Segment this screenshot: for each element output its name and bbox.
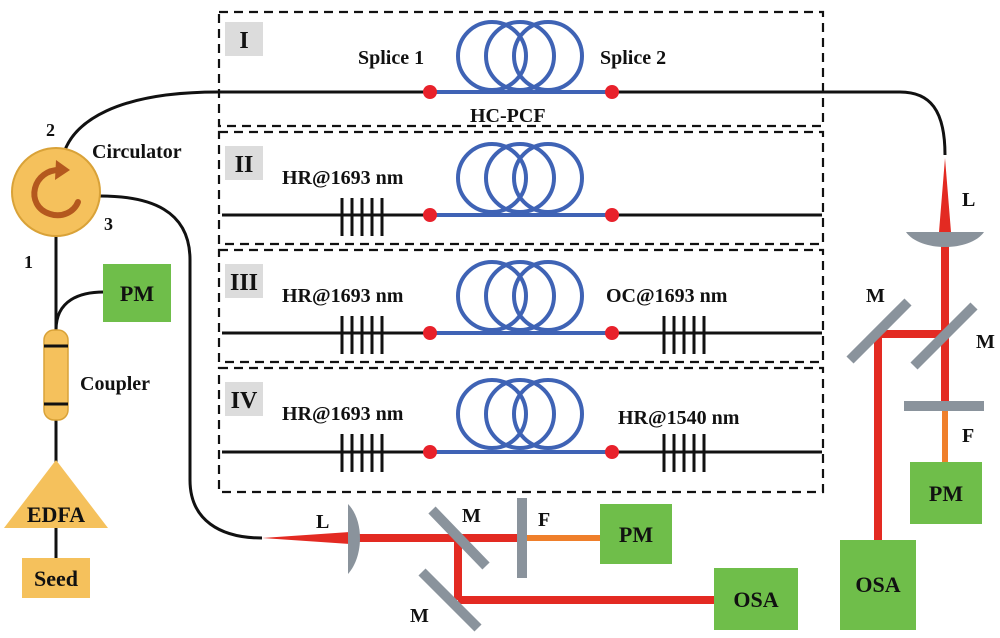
splice-1-label: Splice 1 — [358, 47, 424, 69]
lens-right — [906, 232, 984, 247]
fbg-hr1540-IV — [662, 434, 706, 472]
splice-1-dot — [423, 85, 437, 99]
filter-right-label: F — [962, 425, 974, 447]
svg-text:PM: PM — [619, 522, 653, 547]
hr-label-III: HR@1693 nm — [282, 285, 404, 307]
lens-bottom — [348, 504, 360, 574]
mirror-right-right-label: M — [976, 331, 995, 353]
coupler-label: Coupler — [80, 373, 150, 395]
edfa: EDFA — [4, 460, 108, 528]
panel-II: HR@1693 nm — [222, 142, 822, 236]
mirror-right-right — [910, 302, 978, 370]
fiber-coil-I — [456, 20, 584, 92]
svg-text:OSA: OSA — [855, 572, 900, 597]
hr-label-II: HR@1693 nm — [282, 167, 404, 189]
hr-label-IV: HR@1693 nm — [282, 403, 404, 425]
panel-III: HR@1693 nm OC@1693 nm — [222, 260, 822, 354]
port-2-label: 2 — [46, 120, 55, 140]
circulator-arrow-icon — [31, 167, 81, 219]
svg-text:II: II — [235, 152, 254, 178]
fiber-coil-III — [456, 260, 584, 332]
bottom-optical-path: L M M F PM OSA — [262, 498, 798, 632]
lens-right-label: L — [962, 189, 975, 211]
svg-text:EDFA: EDFA — [27, 502, 85, 527]
splice-2-label: Splice 2 — [600, 47, 666, 69]
coupler: Coupler — [43, 329, 150, 421]
fbg-hr-II — [340, 198, 384, 236]
panel-tag-IV: IV — [225, 382, 263, 416]
circulator: Circulator 2 3 1 — [11, 120, 182, 272]
fbg-hr-III — [340, 316, 384, 354]
svg-text:I: I — [239, 28, 248, 54]
mirror-right-left-label: M — [866, 285, 885, 307]
svg-text:IV: IV — [231, 388, 258, 414]
osa-right-box — [840, 540, 916, 630]
fbg-hr1693-IV — [340, 434, 384, 472]
seed-box: Seed — [22, 558, 90, 598]
mirror-right-left — [846, 298, 912, 364]
hcpcf-label: HC-PCF — [470, 105, 546, 127]
svg-text:III: III — [230, 270, 258, 296]
filter-bottom-label: F — [538, 509, 550, 531]
fiber-coil-II — [456, 142, 584, 214]
splice-2-dot — [605, 85, 619, 99]
svg-text:Seed: Seed — [34, 566, 78, 591]
fiber-coupler-to-pm — [54, 290, 105, 331]
svg-text:PM: PM — [120, 281, 154, 306]
mirror-bottom-2-label: M — [410, 605, 429, 627]
pm-left-box: PM — [103, 264, 171, 322]
fiber-output-right — [612, 90, 947, 156]
fiber-port3-to-bottom — [99, 194, 263, 540]
svg-text:OSA: OSA — [733, 587, 778, 612]
port-1-label: 1 — [24, 252, 33, 272]
mirror-bottom-2 — [418, 568, 482, 632]
svg-text:PM: PM — [929, 481, 963, 506]
panel-tag-III: III — [225, 264, 263, 298]
mirror-bottom-1-label: M — [462, 505, 481, 527]
fiber-port2-to-output — [60, 90, 430, 161]
lens-bottom-label: L — [316, 511, 329, 533]
circulator-label: Circulator — [92, 141, 182, 163]
right-optical-path: L M M F PM OSA — [840, 158, 995, 630]
mirror-bottom-1 — [428, 506, 490, 570]
fiber-coil-IV — [456, 378, 584, 450]
panel-tag-II: II — [225, 146, 263, 180]
panel-enclosure — [217, 10, 825, 494]
osa-bottom-box — [714, 568, 798, 630]
panel-IV: HR@1693 nm HR@1540 nm — [222, 378, 822, 472]
panel-I: Splice 1 Splice 2 HC-PCF — [60, 20, 947, 161]
fbg-oc-III — [662, 316, 706, 354]
port-3-label: 3 — [104, 214, 113, 234]
pm-bottom-box — [600, 504, 672, 564]
panel-tag-I: I — [225, 22, 263, 56]
hr1540-label-IV: HR@1540 nm — [618, 407, 740, 429]
pm-right-box — [910, 462, 982, 524]
oc-label-III: OC@1693 nm — [606, 285, 728, 307]
